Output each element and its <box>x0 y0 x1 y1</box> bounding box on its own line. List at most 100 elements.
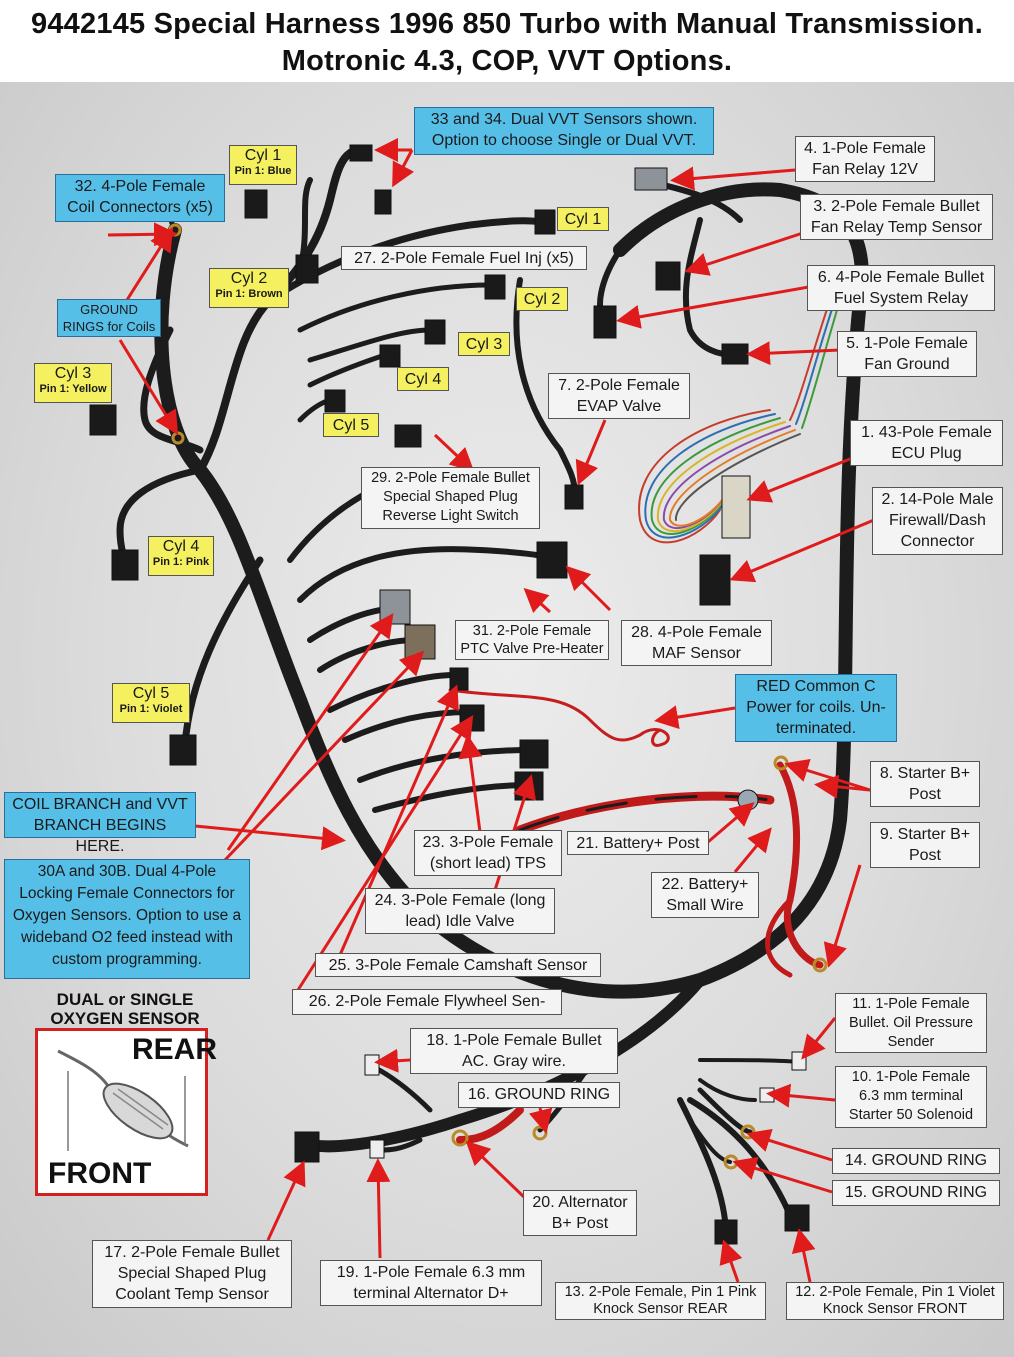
title-line-2: Motronic 4.3, COP, VVT Options. <box>281 45 733 77</box>
reverse-switch-connector <box>394 424 422 448</box>
label-1-ecu-plug: 1. 43-Pole Female ECU Plug <box>850 420 1003 466</box>
tag-coil-cyl-5: Cyl 5 Pin 1: Violet <box>112 683 190 723</box>
alternator-d-connector <box>369 1139 385 1159</box>
oil-pressure-connector <box>791 1051 807 1071</box>
label-8-starter-b-post: 8. Starter B+ Post <box>870 761 980 807</box>
knock-rear-connector <box>714 1219 738 1245</box>
tag-pin: Pin 1: Brown <box>215 288 283 300</box>
label-31-ptc-valve: 31. 2-Pole Female PTC Valve Pre-Heater <box>455 620 609 660</box>
tag-coil-cyl-4: Cyl 4 Pin 1: Pink <box>148 536 214 576</box>
fan-ground-connector <box>721 343 749 365</box>
ptc-valve-connector <box>449 667 469 691</box>
coolant-temp-connector <box>294 1131 320 1163</box>
o2-inset-heading: DUAL or SINGLE OXYGEN SENSOR <box>50 990 200 1028</box>
tag-coil-cyl-3: Cyl 3 Pin 1: Yellow <box>34 363 112 403</box>
label-6-fuel-system-relay: 6. 4-Pole Female Bullet Fuel System Rela… <box>807 265 995 311</box>
page-title: 9442145 Special Harness 1996 850 Turbo w… <box>0 0 1014 82</box>
o2-sensor-connector-b <box>404 624 436 660</box>
starter-50-connector <box>759 1087 775 1103</box>
label-2-firewall-connector: 2. 14-Pole Male Firewall/Dash Connector <box>872 487 1003 555</box>
tag-injector-cyl-5: Cyl 5 <box>323 413 379 437</box>
o2-sensor-connector-a <box>379 589 411 625</box>
label-27-fuel-injectors: 27. 2-Pole Female Fuel Inj (x5) <box>341 246 587 270</box>
label-20-alternator-post: 20. Alternator B+ Post <box>523 1190 637 1236</box>
fan-relay-temp-connector <box>655 261 681 291</box>
label-3-fan-relay-temp: 3. 2-Pole Female Bullet Fan Relay Temp S… <box>800 194 993 240</box>
o2-inset <box>35 1028 208 1196</box>
tag-coil-cyl-2: Cyl 2 Pin 1: Brown <box>209 268 289 308</box>
label-23-tps: 23. 3-Pole Female (short lead) TPS <box>414 830 562 876</box>
label-4-fan-relay-12v: 4. 1-Pole Female Fan Relay 12V <box>795 136 935 182</box>
label-26-flywheel-sensor: 26. 2-Pole Female Flywheel Sen- <box>292 989 562 1015</box>
ac-connector <box>364 1054 380 1076</box>
injector-1-connector <box>534 209 556 235</box>
label-10-starter-50: 10. 1-Pole Female 6.3 mm terminal Starte… <box>835 1066 987 1128</box>
vvt-sensor-connector <box>349 144 373 162</box>
label-9-starter-b-post: 9. Starter B+ Post <box>870 822 980 868</box>
label-22-battery-small-wire: 22. Battery+ Small Wire <box>651 872 759 918</box>
firewall-connector <box>699 554 731 606</box>
leader-arrows <box>106 138 875 1283</box>
o2-rear-label: REAR <box>132 1033 218 1066</box>
tag-name: Cyl 2 <box>230 270 268 287</box>
tag-injector-cyl-4: Cyl 4 <box>397 367 449 391</box>
label-19-alternator-d: 19. 1-Pole Female 6.3 mm terminal Altern… <box>320 1260 542 1306</box>
tag-pin: Pin 1: Blue <box>234 165 292 177</box>
label-13-knock-rear: 13. 2-Pole Female, Pin 1 Pink Knock Sens… <box>555 1282 766 1320</box>
label-25-camshaft-sensor: 25. 3-Pole Female Camshaft Sensor <box>315 953 601 977</box>
label-coil-connectors: 32. 4-Pole Female Coil Connectors (x5) <box>55 174 225 222</box>
evap-valve-connector <box>564 484 584 510</box>
label-11-oil-pressure: 11. 1-Pole Female Bullet. Oil Pressure S… <box>835 993 987 1053</box>
tps-connector <box>459 704 485 732</box>
label-24-idle-valve: 24. 3-Pole Female (long lead) Idle Valve <box>365 888 555 934</box>
tag-pin: Pin 1: Pink <box>152 556 210 568</box>
tag-pin: Pin 1: Violet <box>119 703 183 715</box>
coil-2-connector <box>295 254 319 284</box>
tag-injector-cyl-2: Cyl 2 <box>516 287 568 311</box>
tag-injector-cyl-3: Cyl 3 <box>458 332 510 356</box>
label-vvt-sensors: 33 and 34. Dual VVT Sensors shown. Optio… <box>414 107 714 155</box>
injector-3-connector <box>424 319 446 345</box>
tag-name: Cyl 4 <box>162 538 200 555</box>
tag-injector-cyl-1: Cyl 1 <box>557 207 609 231</box>
label-28-maf-sensor: 28. 4-Pole Female MAF Sensor <box>621 620 772 666</box>
label-7-evap-valve: 7. 2-Pole Female EVAP Valve <box>548 373 690 419</box>
ecu-color-bundle <box>638 299 841 544</box>
tag-name: Cyl 3 <box>54 365 92 382</box>
label-16-ground-ring: 16. GROUND RING <box>458 1082 620 1108</box>
label-21-battery-post: 21. Battery+ Post <box>567 831 709 855</box>
alternator-ring <box>451 1129 469 1147</box>
maf-sensor-connector <box>536 541 568 579</box>
label-29-reverse-light-switch: 29. 2-Pole Female Bullet Special Shaped … <box>361 467 540 529</box>
injector-4-connector <box>379 344 401 368</box>
coil-1-connector <box>244 189 268 219</box>
idle-valve-connector <box>519 739 549 769</box>
injector-2-connector <box>484 274 506 300</box>
fuel-relay-connector <box>593 305 617 339</box>
tag-pin: Pin 1: Yellow <box>39 383 107 395</box>
label-5-fan-ground: 5. 1-Pole Female Fan Ground <box>837 331 977 377</box>
fan-relay-12v-connector <box>634 167 668 191</box>
o2-front-label: FRONT <box>48 1157 152 1190</box>
coil-3-connector <box>89 404 117 436</box>
label-15-ground-ring: 15. GROUND RING <box>832 1180 1000 1206</box>
label-red-common-c: RED Common C Power for coils. Un-termina… <box>735 674 897 742</box>
catalytic-converter-icon <box>57 1049 189 1151</box>
label-coil-branch: COIL BRANCH and VVT BRANCH BEGINS HERE. <box>4 792 196 855</box>
label-12-knock-front: 12. 2-Pole Female, Pin 1 Violet Knock Se… <box>786 1282 1004 1320</box>
knock-front-connector <box>784 1204 810 1232</box>
label-17-coolant-temp: 17. 2-Pole Female Bullet Special Shaped … <box>92 1240 292 1308</box>
tag-name: Cyl 5 <box>132 685 170 702</box>
title-line-1: 9442145 Special Harness 1996 850 Turbo w… <box>31 8 983 40</box>
coil-5-connector <box>169 734 197 766</box>
vvt-sensor-connector <box>374 189 392 215</box>
tag-coil-cyl-1: Cyl 1 Pin 1: Blue <box>229 145 297 185</box>
ecu-plug <box>721 475 751 539</box>
label-14-ground-ring: 14. GROUND RING <box>832 1148 1000 1174</box>
label-ground-rings-coils: GROUND RINGS for Coils <box>57 299 161 337</box>
coil-4-connector <box>111 549 139 581</box>
tag-name: Cyl 1 <box>244 147 282 164</box>
label-18-ac-wire: 18. 1-Pole Female Bullet AC. Gray wire. <box>410 1028 618 1074</box>
injector-5-connector <box>324 389 346 413</box>
label-30-oxygen-sensors: 30A and 30B. Dual 4-Pole Locking Female … <box>4 859 250 979</box>
